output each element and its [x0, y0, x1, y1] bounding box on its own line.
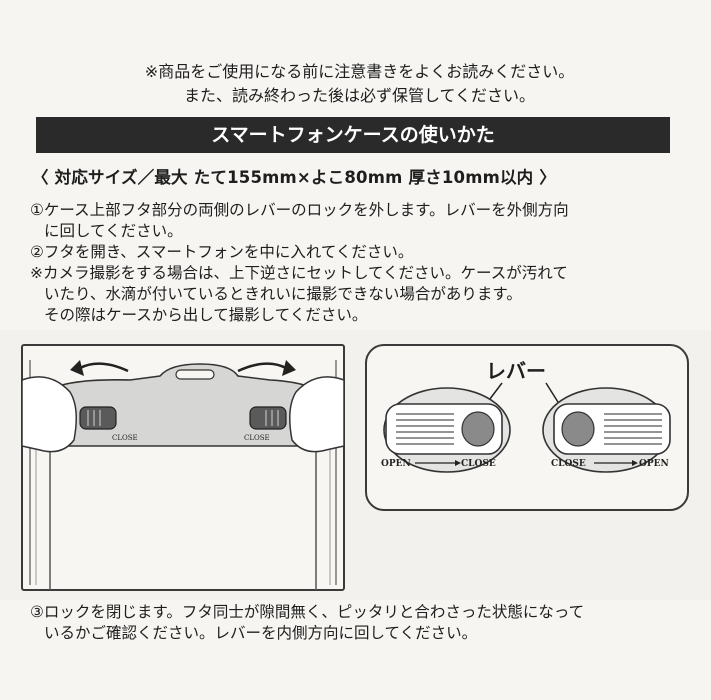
supported-size-spec: 〈 対応サイズ／最大 たて155mm×よこ80mm 厚さ10mm以内 〉: [32, 168, 557, 187]
instruction-steps: ①ケース上部フタ部分の両側のレバーのロックを外します。レバーを外側方向 に回して…: [30, 200, 690, 326]
step-3-line-2: いるかご確認ください。レバーを内側方向に回してください。: [44, 624, 478, 642]
camera-note-line-3: その際はケースから出して撮影してください。: [44, 306, 368, 324]
lever1-open-label: OPEN: [381, 459, 411, 469]
case-illustration: CLOSE CLOSE レバー OPEN CLOSE CLOSE: [0, 330, 711, 600]
lever2-close-label: CLOSE: [551, 459, 586, 469]
step-1-line-1: ①ケース上部フタ部分の両側のレバーのロックを外します。レバーを外側方向: [30, 201, 569, 219]
step-1-line-2: に回してください。: [44, 222, 183, 240]
notice-line-1: ※商品をご使用になる前に注意書きをよくお読みください。: [144, 62, 575, 81]
step-3: ③ロックを閉じます。フタ同士が隙間無く、ピッタリと合わさった状態になって いるか…: [30, 602, 700, 644]
left-lever-close-label: CLOSE: [112, 434, 138, 442]
camera-note-line-1: ※カメラ撮影をする場合は、上下逆さにセットしてください。ケースが汚れて: [30, 264, 568, 282]
step-2-line-1: ②フタを開き、スマートフォンを中に入れてください。: [30, 243, 414, 261]
lever2-open-label: OPEN: [639, 459, 669, 469]
section-title-banner: スマートフォンケースの使いかた: [36, 117, 670, 153]
right-lever-close-label: CLOSE: [244, 434, 270, 442]
camera-note-line-2: いたり、水滴が付いているときれいに撮影できない場合があります。: [44, 285, 522, 303]
lever-callout: レバー OPEN CLOSE CLOSE OPEN: [365, 344, 689, 511]
usage-notice: ※商品をご使用になる前に注意書きをよくお読みください。 また、読み終わった後は必…: [0, 60, 711, 108]
case-diagram: CLOSE CLOSE: [21, 344, 345, 591]
lever-callout-title: レバー: [486, 359, 546, 383]
notice-line-2: また、読み終わった後は必ず保管してください。: [183, 86, 536, 105]
lever1-close-label: CLOSE: [461, 459, 496, 469]
step-3-line-1: ③ロックを閉じます。フタ同士が隙間無く、ピッタリと合わさった状態になって: [30, 603, 585, 621]
